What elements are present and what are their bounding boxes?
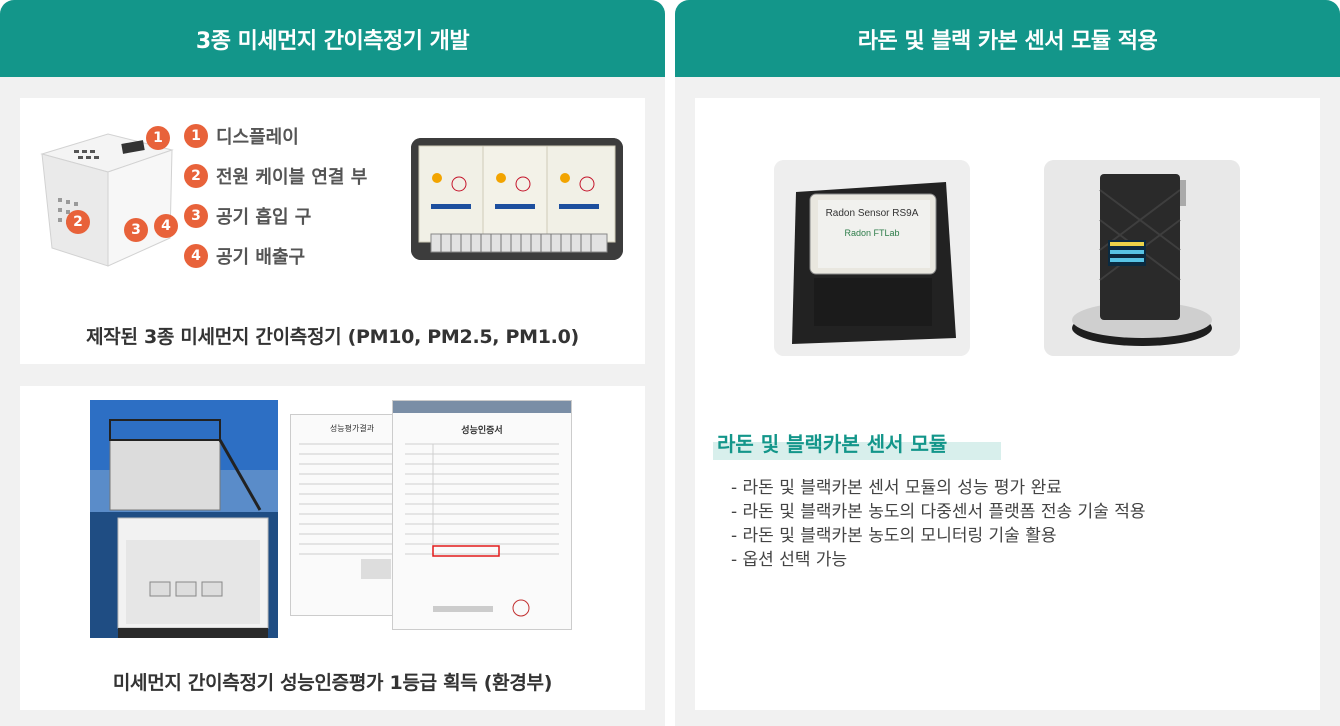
doc1-title: 성능평가결과 [329,424,375,433]
legend-badge: 1 [184,124,208,148]
bullet-list: - 라돈 및 블랙카본 센서 모듈의 성능 평가 완료 - 라돈 및 블랙카본 … [731,476,1146,572]
badge-exhaust: 4 [154,214,178,238]
legend-label: 공기 배출구 [216,247,306,268]
bullet-item: - 라돈 및 블랙카본 농도의 다중센서 플랫폼 전송 기술 적용 [731,502,1146,522]
bullet-item: - 라돈 및 블랙카본 센서 모듈의 성능 평가 완료 [731,478,1062,498]
legend-badge: 4 [184,244,208,268]
installation-photo [90,400,278,638]
section-title: 라돈 및 블랙카본 센서 모듈 [713,428,1001,460]
left-panel: 3종 미세먼지 간이측정기 개발 1 2 3 [0,0,665,726]
legend-item: 2 전원 케이블 연결 부 [184,156,367,196]
certification-card: 성능평가결과 성능인증서 [20,386,645,710]
device-card: 1 2 3 4 1 디스플레이 2 전원 케이블 연결 부 3 공기 흡입 구 … [20,98,645,364]
legend-item: 3 공기 흡입 구 [184,196,367,236]
sensor-brand: Radon FTLab [844,228,899,238]
devices-photo [411,138,623,260]
legend-label: 전원 케이블 연결 부 [216,167,368,188]
legend-item: 1 디스플레이 [184,116,367,156]
bullet-item: - 옵션 선택 가능 [731,550,848,570]
certificate-document: 성능인증서 [392,400,572,630]
legend-label: 공기 흡입 구 [216,207,312,228]
device-illustration: 1 2 3 4 [38,120,178,268]
device-caption: 제작된 3종 미세먼지 간이측정기 (PM10, PM2.5, PM1.0) [86,326,579,348]
sensor-card: Radon Sensor RS9A Radon FTLab [695,98,1320,710]
certification-caption: 미세먼지 간이측정기 성능인증평가 1등급 획득 (환경부) [112,672,553,694]
left-panel-header: 3종 미세먼지 간이측정기 개발 [0,0,665,77]
right-panel: 라돈 및 블랙 카본 센서 모듈 적용 Radon Sensor RS9A Ra… [675,0,1340,726]
legend-label: 디스플레이 [216,127,299,148]
device-legend: 1 디스플레이 2 전원 케이블 연결 부 3 공기 흡입 구 4 공기 배출구 [184,116,367,276]
legend-item: 4 공기 배출구 [184,236,367,276]
badge-power: 2 [66,210,90,234]
badge-display: 1 [146,126,170,150]
right-panel-header: 라돈 및 블랙 카본 센서 모듈 적용 [675,0,1340,77]
legend-badge: 2 [184,164,208,188]
doc2-title: 성능인증서 [461,426,503,436]
legend-badge: 3 [184,204,208,228]
section-title-text: 라돈 및 블랙카본 센서 모듈 [717,432,948,456]
sensor-label: Radon Sensor RS9A [826,208,919,219]
title-highlight [713,442,1001,460]
badge-intake: 3 [124,218,148,242]
blackcarbon-sensor-photo [1044,160,1240,356]
bullet-item: - 라돈 및 블랙카본 농도의 모니터링 기술 활용 [731,526,1057,546]
radon-sensor-photo: Radon Sensor RS9A Radon FTLab [774,160,970,356]
